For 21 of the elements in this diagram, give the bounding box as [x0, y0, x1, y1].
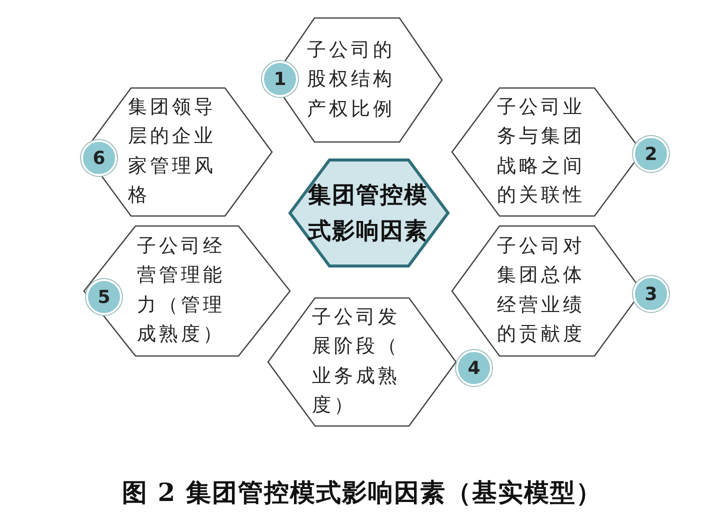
figure-caption: 图 2 集团管控模式影响因素（基实模型）	[121, 477, 603, 509]
hexagon-box	[80, 88, 272, 216]
factor-text: 子公司业务与集团战略之间的关联性	[497, 95, 586, 208]
factor-text: 集团领导层的企业家管理风格	[128, 95, 217, 208]
callout-number: 5	[86, 279, 122, 315]
hexagon-box	[452, 226, 670, 356]
factor-text: 子公司的股权结构产权比例	[307, 38, 396, 122]
callout-number: 3	[633, 276, 669, 312]
factor-text: 子公司经营管理能力（管理成熟度）	[137, 234, 226, 348]
callout-number: 4	[456, 350, 492, 386]
hexagon-box	[452, 88, 670, 216]
callout-number: 1	[262, 61, 298, 97]
factor-text: 子公司发展阶段（业务成熟度）	[312, 305, 401, 418]
callout-number: 2	[633, 136, 669, 172]
hexagon-box	[84, 226, 290, 356]
hexagon-box	[268, 298, 493, 426]
central-hexagon	[290, 160, 448, 266]
hexagon-box	[261, 18, 442, 142]
factor-text: 子公司对集团总体经营业绩的贡献度	[497, 234, 586, 348]
callout-number: 6	[81, 140, 117, 176]
central-title: 集团管控模式影响因素	[308, 180, 429, 246]
